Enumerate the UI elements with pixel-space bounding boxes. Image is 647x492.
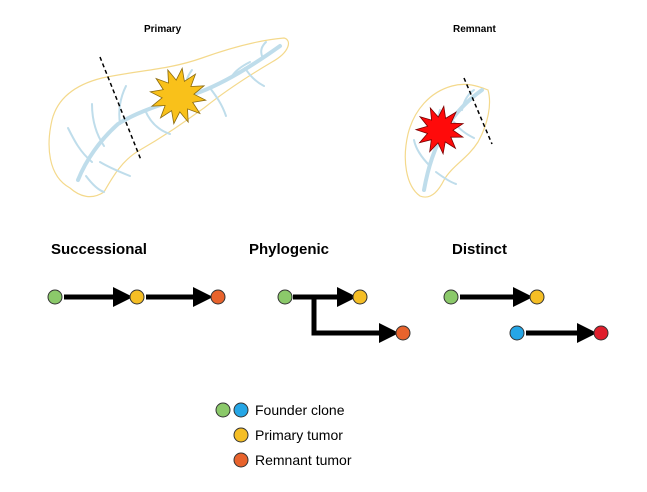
phylogenic-remnant-node <box>395 325 411 341</box>
distinct-remnant-node <box>593 325 609 341</box>
legend-markers <box>215 402 249 468</box>
distinct-primary-node <box>529 289 545 305</box>
primary-pancreas <box>48 37 290 198</box>
successional-title: Successional <box>51 241 147 258</box>
primary-resection-line <box>99 56 142 161</box>
phylogenic-founder-node <box>277 289 293 305</box>
phylogenic-model <box>277 287 411 343</box>
legend-founder-label: Founder clone <box>255 402 345 418</box>
distinct-founder-blue-node <box>509 325 525 341</box>
primary-tumor <box>149 67 207 125</box>
successional-primary-node <box>129 289 145 305</box>
successional-model <box>47 287 226 307</box>
phylogenic-arrow-remnant <box>311 297 399 343</box>
primary-label: Primary <box>144 24 182 35</box>
legend-founder-green-dot <box>215 402 231 418</box>
legend-founder-blue-dot <box>233 402 249 418</box>
phylogenic-title: Phylogenic <box>249 241 330 258</box>
remnant-resection-line <box>463 77 493 145</box>
primary-duct-network <box>67 41 282 193</box>
phylogenic-primary-node <box>352 289 368 305</box>
successional-founder-node <box>47 289 63 305</box>
successional-remnant-node <box>210 289 226 305</box>
legend-primary-label: Primary tumor <box>255 427 343 443</box>
remnant-label: Remnant <box>453 24 496 35</box>
primary-pancreas-outline <box>48 37 290 198</box>
legend-remnant-dot <box>233 452 249 468</box>
remnant-pancreas <box>404 77 493 198</box>
legend-remnant-label: Remnant tumor <box>255 452 352 468</box>
distinct-founder-green-node <box>443 289 459 305</box>
legend-primary-dot <box>233 427 249 443</box>
distinct-model <box>443 287 609 343</box>
remnant-tumor <box>414 105 465 156</box>
distinct-title: Distinct <box>452 241 508 258</box>
remnant-pancreas-outline <box>404 83 491 198</box>
